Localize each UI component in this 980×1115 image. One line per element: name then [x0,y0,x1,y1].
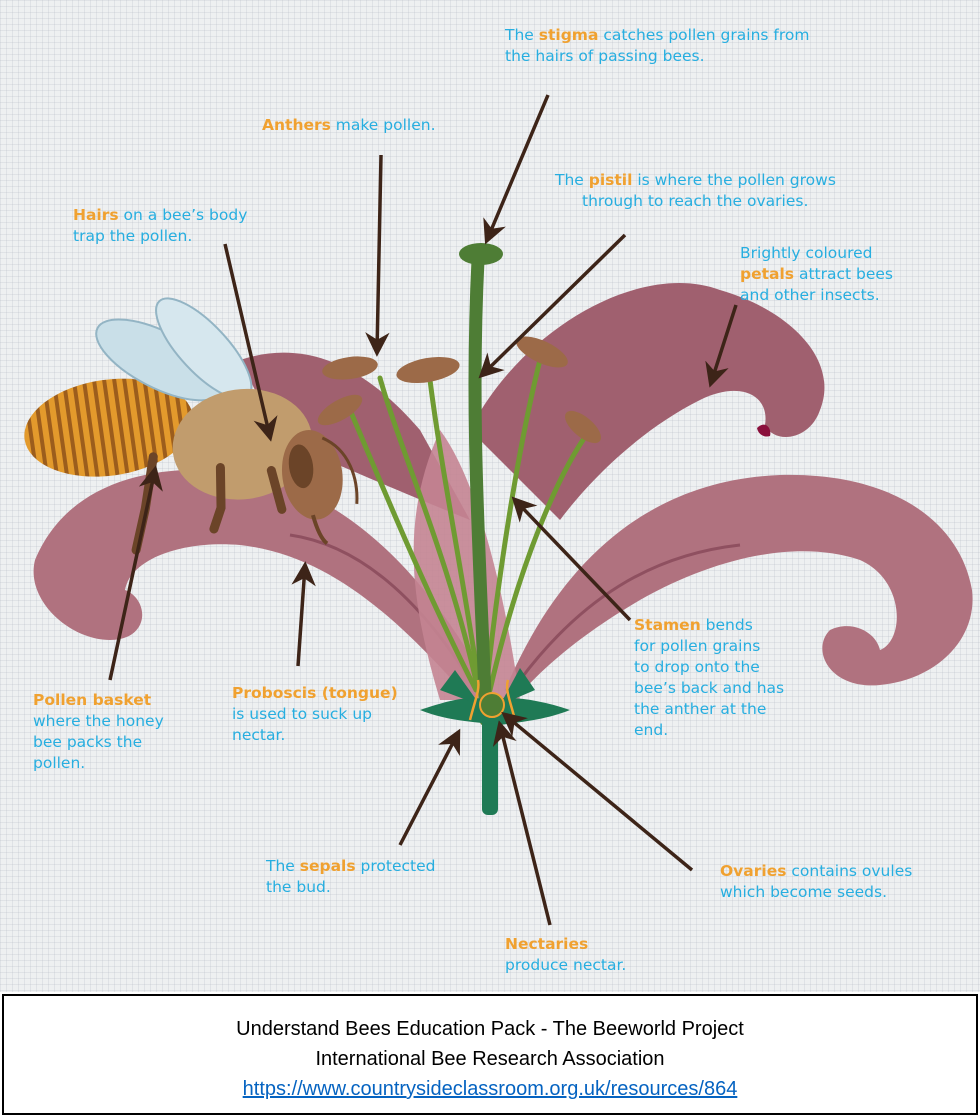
source-credit-box: Understand Bees Education Pack - The Bee… [2,994,978,1115]
credit-title: Understand Bees Education Pack - The Bee… [4,1014,976,1044]
pollen-basket-label: Pollen basket where the honey bee packs … [33,690,164,774]
hairs-label: Hairs on a bee’s body trap the pollen. [73,205,247,247]
stamen-label: Stamen bends for pollen grains to drop o… [634,615,784,741]
ovaries-label: Ovaries contains ovules which become see… [720,861,912,903]
stigma-shape [459,243,503,265]
credit-link[interactable]: https://www.countrysideclassroom.org.uk/… [243,1078,738,1100]
sepals-label: The sepals protected the bud. [266,856,435,898]
credit-organization: International Bee Research Association [4,1044,976,1074]
pistil-label: The pistil is where the pollen grows thr… [555,170,836,212]
bee-flower-diagram: The stigma catches pollen grains from th… [0,0,980,992]
proboscis-label: Proboscis (tongue) is used to suck up ne… [232,683,398,746]
anthers-label: Anthers make pollen. [262,115,436,136]
flower-illustration [0,0,980,992]
ovary [480,693,504,717]
flower-stalk [482,715,498,815]
petals-label: Brightly coloured petals attract bees an… [740,243,893,306]
stigma-label: The stigma catches pollen grains from th… [505,25,809,67]
nectaries-label: Nectaries produce nectar. [505,934,626,976]
